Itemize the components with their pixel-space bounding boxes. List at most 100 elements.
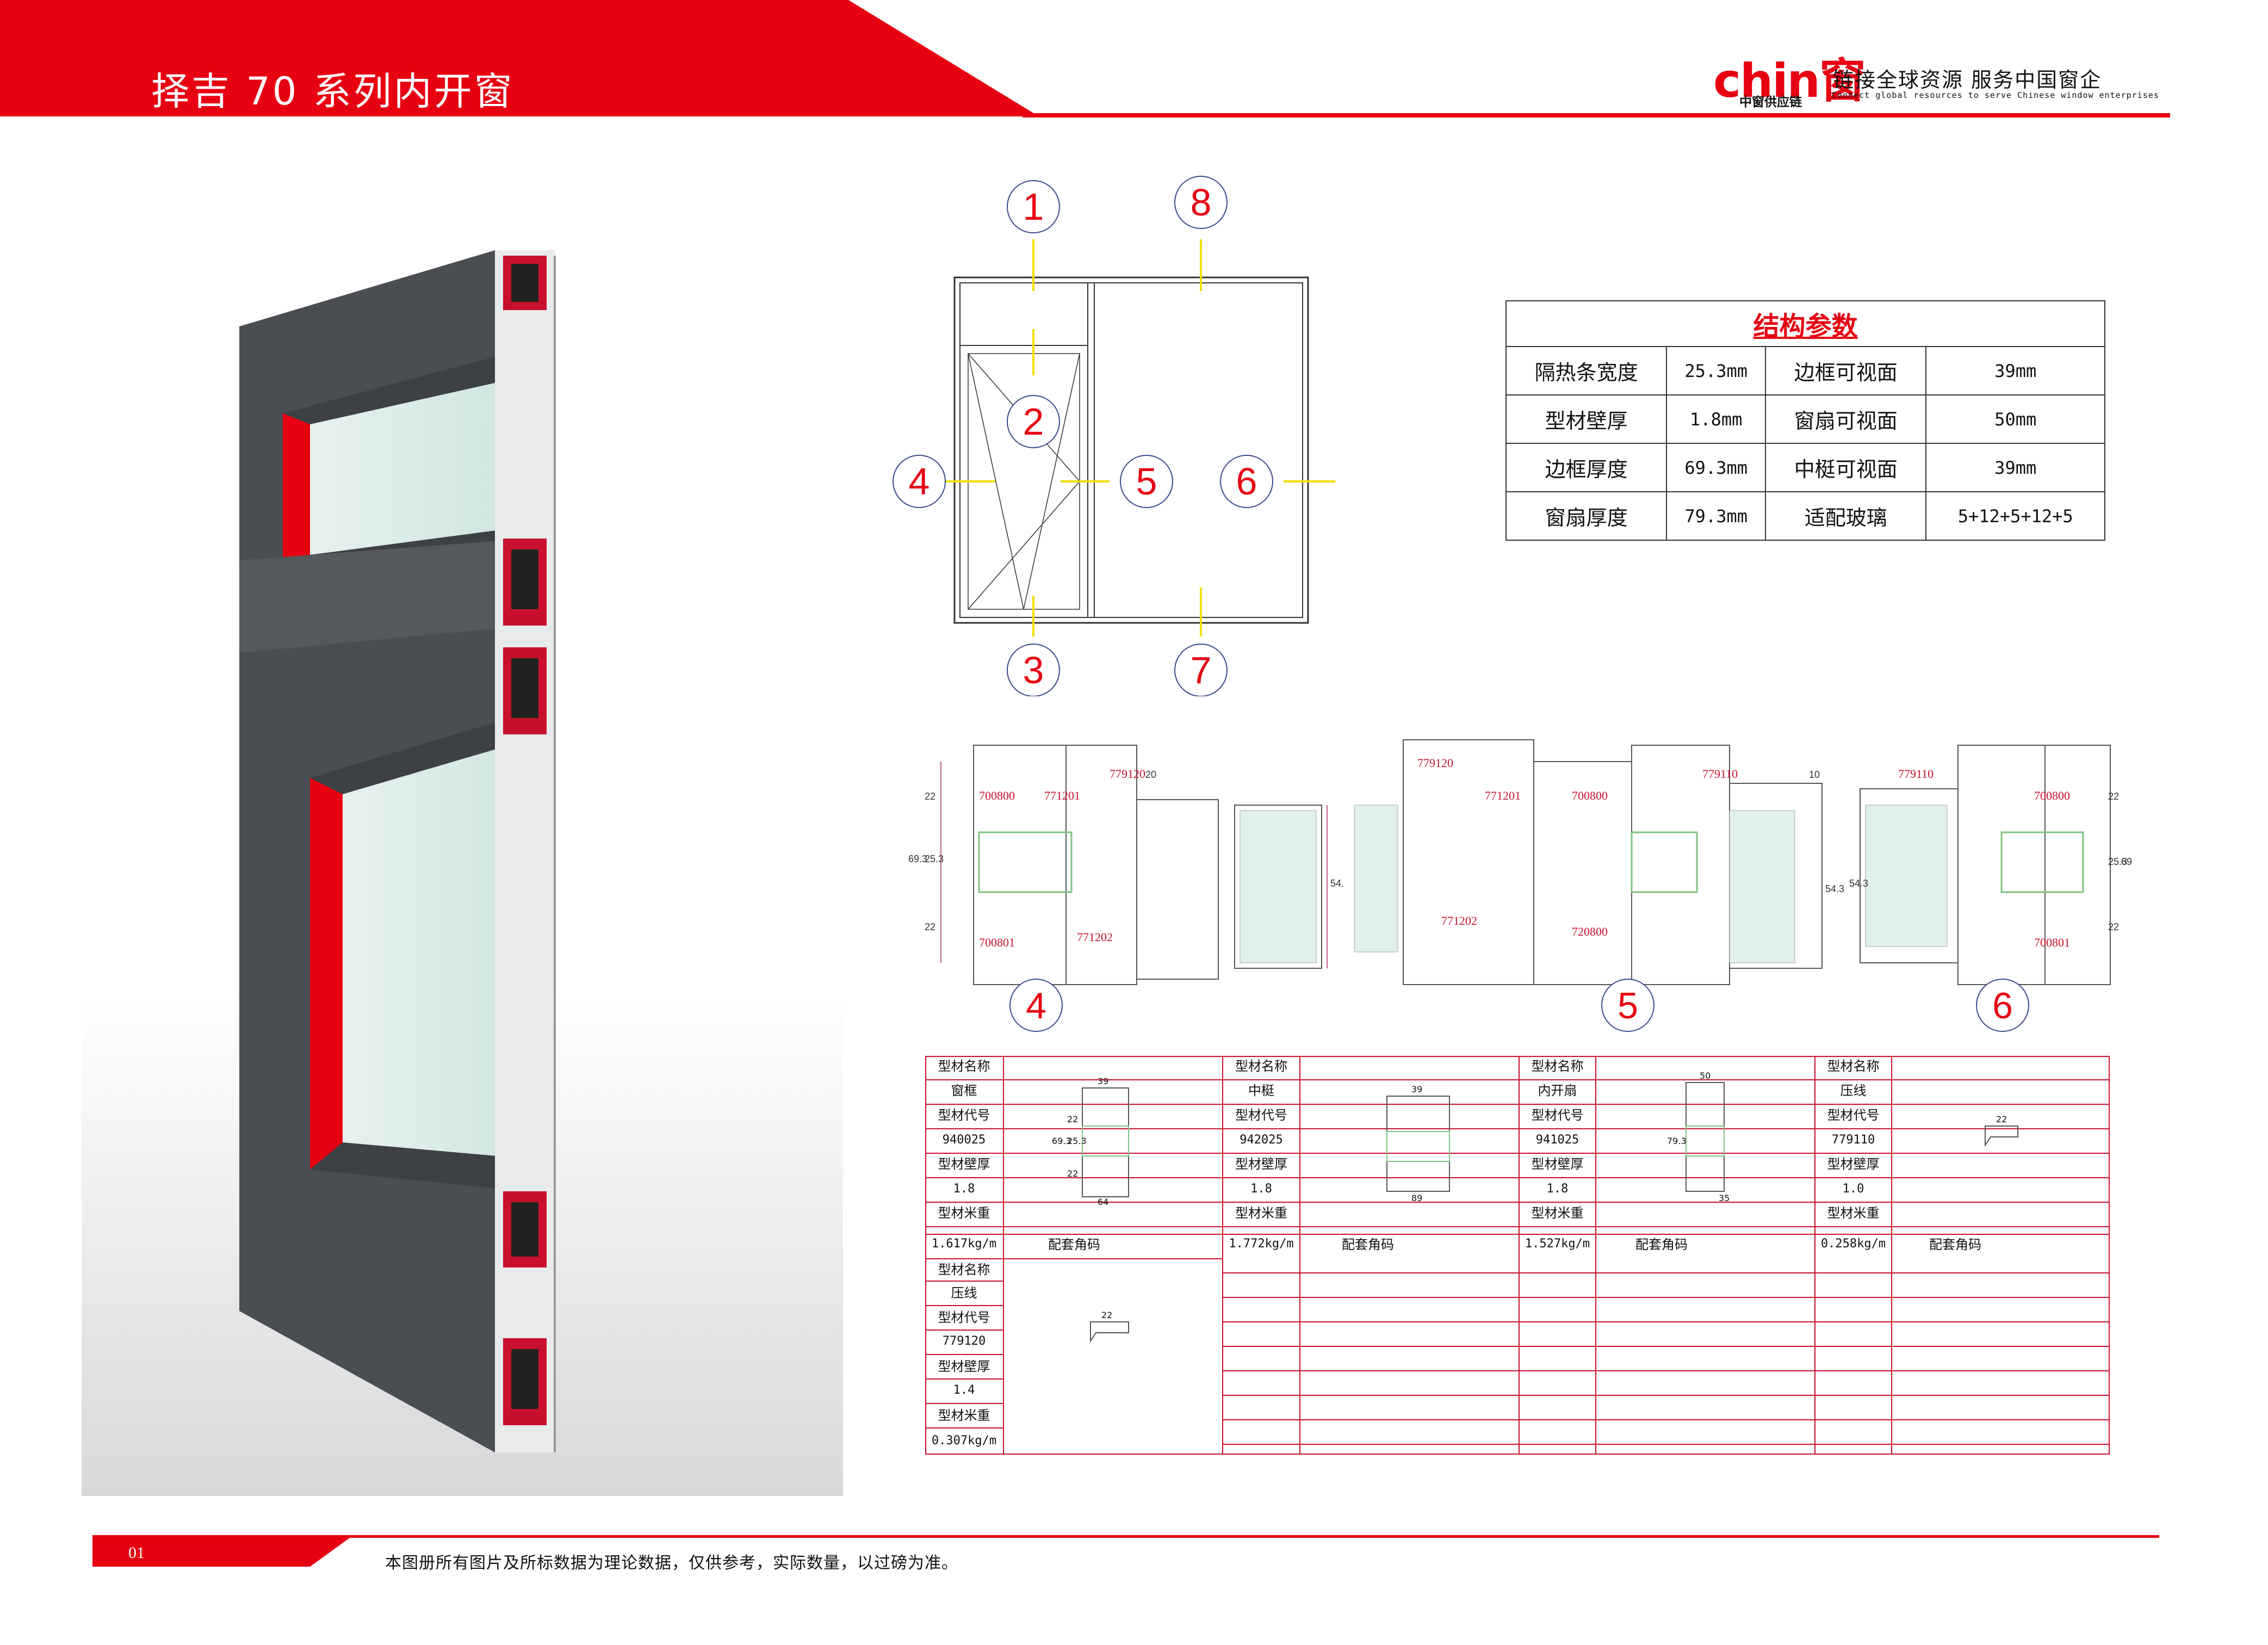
marker-6: 6 (1236, 460, 1257, 503)
label-wall: 型材壁厚 (938, 1359, 990, 1374)
section-5-code: 720800 (1572, 925, 1608, 938)
profile-weight: 1.772kg/m (1229, 1237, 1294, 1251)
section-4-code: 771202 (1077, 930, 1113, 944)
param-value: 50mm (1925, 394, 2105, 444)
section-6-dim: 25.3 (2108, 856, 2127, 867)
profile-wall: 1.8 (1250, 1182, 1272, 1196)
label-wall: 型材壁厚 (938, 1157, 990, 1172)
param-key: 窗扇可视面 (1765, 394, 1927, 444)
section-numbers: 4 5 6 (1009, 979, 2029, 1032)
param-value: 79.3mm (1666, 491, 1767, 541)
param-key: 隔热条宽度 (1505, 346, 1668, 395)
section-4-code: 771201 (1044, 789, 1080, 802)
profile-grid: 型材名称 窗框 型材代号 940025 型材壁厚 1.8 型材米重 1.617k… (925, 1055, 2110, 1455)
param-key: 边框可视面 (1765, 346, 1927, 395)
label-wall: 型材壁厚 (1531, 1157, 1584, 1172)
section-5: 779120 771201 700800 779110 720800 77120… (1354, 739, 1844, 985)
profile-grid-lines (925, 1056, 2110, 1455)
section-6-code: 700801 (2034, 936, 2070, 949)
footer-rule (92, 1535, 2159, 1538)
mullion-dim: 89 (1411, 1193, 1423, 1203)
section-4-dim: 69.3 (908, 854, 927, 864)
section-5-code: 779110 (1702, 767, 1738, 781)
profile-weight: 1.617kg/m (931, 1237, 997, 1251)
structure-params-table: 结构参数 隔热条宽度 25.3mm 边框可视面 39mm 型材壁厚 1.8mm … (1505, 300, 2105, 541)
marker-3: 3 (1023, 649, 1044, 691)
param-value: 25.3mm (1666, 346, 1767, 395)
sash-dim: 79.3 (1667, 1136, 1687, 1146)
section-5-dim: 10 (1809, 769, 1820, 780)
profile-code: 779120 (942, 1334, 986, 1348)
marker-1: 1 (1023, 185, 1044, 228)
label-wall: 型材壁厚 (1827, 1157, 1880, 1172)
section-5-code: 771202 (1441, 914, 1477, 927)
section-6-dim: 54.3 (1849, 878, 1868, 889)
section-4-dim: 22 (925, 922, 935, 932)
section-5-code: 700800 (1572, 789, 1608, 802)
frame-dim: 39 (1098, 1076, 1109, 1086)
label-name: 型材名称 (938, 1262, 990, 1277)
label-code: 型材代号 (938, 1310, 990, 1325)
mullion-dim: 39 (1411, 1084, 1423, 1094)
label-code: 型材代号 (1827, 1108, 1880, 1123)
brand-logo-sub: 中窗供应链 (1739, 95, 1802, 109)
section-5-dim: 54.3 (1825, 883, 1844, 894)
param-value: 39mm (1925, 346, 2105, 395)
frame-dim: 22 (1067, 1114, 1079, 1124)
section-5-code: 771201 (1485, 789, 1521, 802)
label-code: 型材代号 (1531, 1108, 1584, 1123)
param-key: 窗扇厚度 (1505, 491, 1668, 541)
label-weight: 型材米重 (938, 1408, 990, 1423)
label-weight: 型材米重 (1235, 1205, 1287, 1221)
profile-weight: 0.307kg/m (931, 1434, 997, 1448)
marker-2: 2 (1023, 400, 1044, 443)
param-key: 边框厚度 (1505, 443, 1668, 492)
bead-dim: 22 (1101, 1310, 1113, 1320)
section-4-code: 779120 (1110, 767, 1145, 781)
param-key: 适配玻璃 (1765, 491, 1927, 541)
label-corner: 配套角码 (1342, 1237, 1394, 1252)
profile-wall: 1.4 (953, 1383, 975, 1397)
param-value: 39mm (1925, 443, 2105, 492)
profile-weight: 0.258kg/m (1820, 1237, 1886, 1251)
label-name: 型材名称 (1235, 1059, 1287, 1074)
section-6-dim: 69.3 (2121, 856, 2132, 867)
label-name: 型材名称 (1531, 1059, 1584, 1074)
profile-name: 压线 (1840, 1083, 1867, 1098)
window-render (82, 250, 843, 1496)
marker-5: 5 (1136, 460, 1157, 503)
param-value: 69.3mm (1666, 443, 1767, 492)
sash-dim: 50 (1700, 1071, 1711, 1081)
section-no-4: 4 (1026, 985, 1046, 1026)
frame-dim: 25.3 (1067, 1136, 1087, 1146)
profile-name: 窗框 (951, 1083, 977, 1098)
label-name: 型材名称 (1827, 1059, 1880, 1074)
profile-weight: 1.527kg/m (1525, 1237, 1590, 1251)
label-wall: 型材壁厚 (1235, 1157, 1287, 1172)
profile-name: 中梃 (1248, 1083, 1274, 1098)
profile-code: 942025 (1240, 1133, 1283, 1147)
page-number: 01 (128, 1544, 145, 1562)
section-6-code: 700800 (2034, 789, 2070, 802)
section-no-5: 5 (1618, 985, 1638, 1026)
footer-band (92, 1535, 354, 1567)
section-4: 700800 700801 779120 771201 771202 22 25… (908, 745, 1343, 985)
profile-code: 779110 (1831, 1133, 1875, 1147)
label-weight: 型材米重 (938, 1205, 990, 1221)
label-code: 型材代号 (1235, 1108, 1287, 1123)
frame-dim: 22 (1067, 1168, 1079, 1179)
section-no-6: 6 (1992, 985, 2013, 1026)
section-6-dim: 22 (2108, 922, 2119, 932)
param-key: 中梃可视面 (1765, 443, 1927, 492)
header-rule (1023, 113, 2170, 118)
page-title: 择吉 70 系列内开窗 (151, 69, 515, 114)
section-4-code: 700800 (979, 789, 1015, 802)
header-band (0, 0, 1039, 116)
section-6-dim: 22 (2108, 791, 2119, 802)
frame-dim: 64 (1098, 1197, 1109, 1207)
label-corner: 配套角码 (1635, 1237, 1688, 1252)
label-code: 型材代号 (938, 1108, 990, 1123)
bead-dim: 22 (1996, 1114, 2007, 1124)
label-corner: 配套角码 (1929, 1237, 1981, 1252)
param-value: 5+12+5+12+5 (1925, 491, 2105, 541)
